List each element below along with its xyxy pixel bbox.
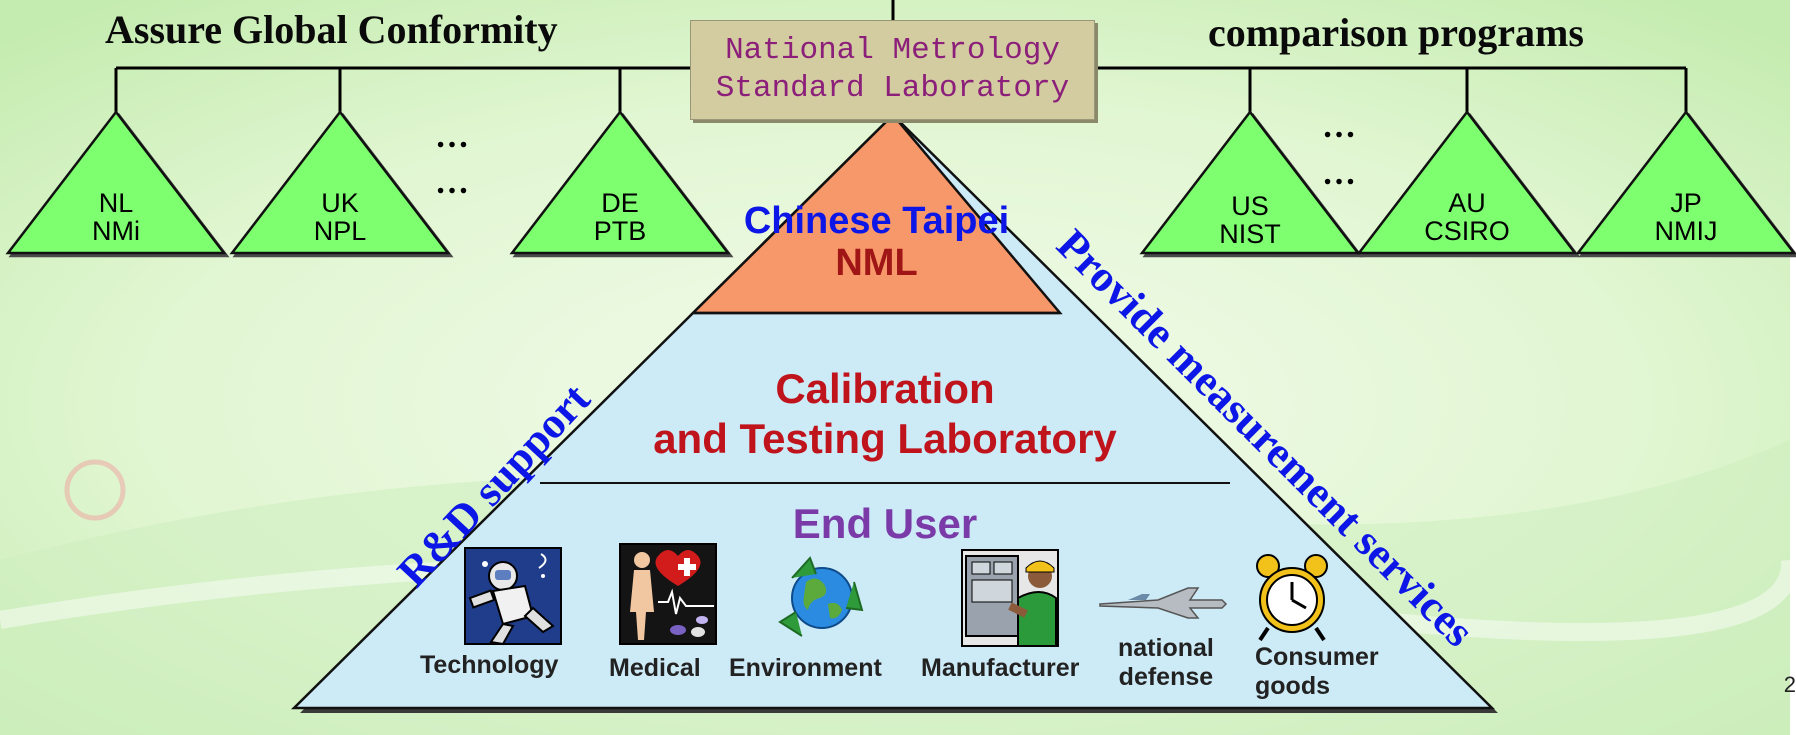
connector-lines: [114, 0, 1688, 120]
label-national-defense: national defense: [1118, 634, 1214, 692]
lab-us-name: NIST: [1219, 219, 1281, 249]
lab-au-name: CSIRO: [1424, 216, 1510, 246]
triangle-uk: [229, 109, 451, 255]
header-left: Assure Global Conformity: [105, 7, 558, 52]
lab-us-code: US: [1231, 191, 1269, 221]
national-metrology-box: National Metrology Standard Laboratory: [690, 20, 1095, 120]
label-medical: Medical: [609, 654, 701, 682]
label-manufacturer: Manufacturer: [921, 654, 1080, 682]
triangle-us: [1139, 109, 1361, 255]
label-consumer-goods-line2: goods: [1255, 672, 1330, 700]
lab-jp-code: JP: [1670, 188, 1702, 218]
astronaut-icon: [464, 547, 562, 646]
ellipsis-right-1: …: [1322, 108, 1356, 145]
lab-uk: UK NPL: [290, 183, 390, 251]
pyramid-body: [290, 113, 1496, 710]
lab-de-code: DE: [601, 188, 639, 218]
nml-box-line1: National Metrology: [725, 33, 1060, 68]
header-right: comparison programs: [1208, 10, 1584, 55]
triangle-nl: [5, 109, 227, 255]
label-national-defense-line1: national: [1118, 634, 1214, 662]
fighter-jet-icon: [1099, 587, 1228, 619]
pyramid-top-line2: NML: [835, 242, 918, 284]
ellipsis-left-2: …: [435, 164, 469, 201]
medical-icon: [619, 543, 717, 645]
lab-au: AU CSIRO: [1412, 183, 1522, 251]
environment-icon: [778, 556, 864, 637]
pyramid: [290, 113, 1498, 713]
ellipsis-right-2: …: [1322, 155, 1356, 192]
lab-uk-name: NPL: [313, 216, 367, 246]
lab-de-name: PTB: [593, 216, 647, 246]
triangle-au: [1356, 109, 1578, 255]
ellipsis-left-1: …: [435, 118, 469, 155]
lab-uk-code: UK: [321, 188, 359, 218]
label-environment: Environment: [729, 654, 882, 682]
faint-stamp-circle: [64, 459, 126, 521]
nml-box-line2: Standard Laboratory: [715, 71, 1070, 106]
triangle-jp: [1575, 109, 1796, 255]
lab-nl: NL NMi: [66, 183, 166, 251]
lab-nl-code: NL: [98, 188, 134, 218]
triangle-de: [509, 109, 731, 255]
lab-au-code: AU: [1448, 188, 1486, 218]
lab-us: US NIST: [1195, 186, 1305, 254]
label-consumer-goods: Consumer goods: [1255, 643, 1379, 701]
pyramid-middle-line2: and Testing Laboratory: [653, 415, 1117, 462]
pyramid-middle-line1: Calibration: [775, 365, 995, 412]
label-national-defense-line2: defense: [1118, 663, 1214, 691]
lab-triangles: [5, 109, 1796, 255]
pyramid-bottom-title: End User: [792, 500, 978, 547]
pyramid-top-line1: Chinese Taipei: [743, 200, 1010, 242]
manufacturer-icon: [961, 549, 1059, 647]
lab-nl-name: NMi: [92, 216, 140, 246]
alarm-clock-icon: [1256, 554, 1328, 642]
label-consumer-goods-line1: Consumer: [1255, 643, 1379, 671]
lab-jp-name: NMIJ: [1654, 216, 1718, 246]
page-number: 2: [1783, 672, 1796, 697]
lab-jp: JP NMIJ: [1631, 183, 1741, 251]
lab-de: DE PTB: [570, 183, 670, 251]
label-technology: Technology: [420, 651, 559, 679]
